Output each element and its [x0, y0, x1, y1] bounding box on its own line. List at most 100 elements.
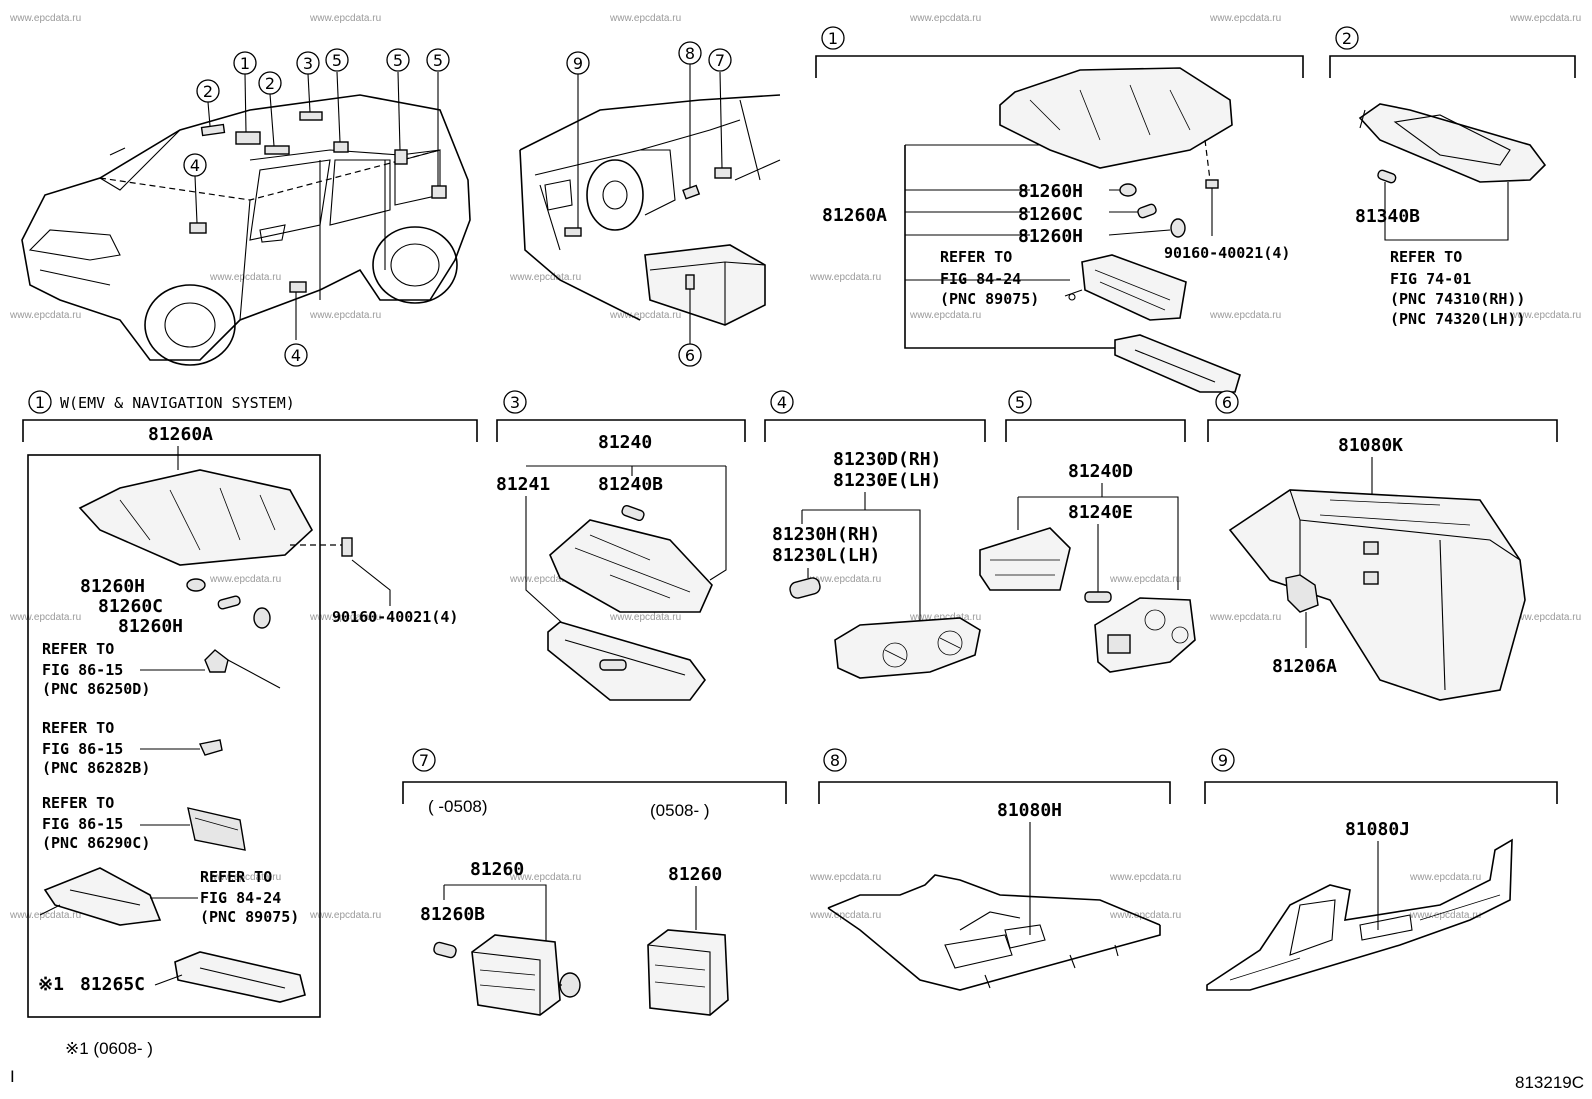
part-number: 81260B	[420, 904, 485, 925]
watermark: www.epcdata.ru	[1509, 13, 1581, 24]
watermark: www.epcdata.ru	[1109, 910, 1181, 921]
section-callout: 8	[830, 751, 840, 770]
watermark: www.epcdata.ru	[1209, 310, 1281, 321]
reference-text: FIG 86-15	[42, 815, 123, 833]
reference-text: REFER TO	[940, 248, 1012, 266]
part-number: 81080J	[1345, 819, 1410, 840]
section-callout: 3	[510, 393, 520, 412]
section-1-navigation-variant: 1 W(EMV & NAVIGATION SYSTEM) 81260A 8126…	[22, 390, 478, 1018]
part-number: 81230L(LH)	[772, 545, 880, 566]
reference-text: (PNC 74320(LH))	[1390, 310, 1525, 328]
watermark: www.epcdata.ru	[1109, 574, 1181, 585]
reference-text: REFER TO	[1390, 248, 1462, 266]
part-number: 81265C	[80, 974, 145, 995]
part-number: 81260H	[1018, 226, 1083, 247]
reference-text: (PNC 89075)	[940, 290, 1039, 308]
part-number: 81260C	[98, 596, 163, 617]
section-callout: 1	[828, 29, 838, 48]
callout-number: 5	[393, 51, 403, 70]
part-number: 81260A	[148, 424, 213, 445]
section-2-vanity-lamp: 2 81340B REFER TO FIG 74-01 (PNC 74310(R…	[1329, 26, 1576, 328]
car-overview: 2 1 2 3 5 5 5 4 4	[21, 48, 471, 367]
part-number: 81260	[470, 859, 524, 880]
section-callout: 9	[1218, 751, 1228, 770]
part-number: 81230H(RH)	[772, 524, 880, 545]
watermark: www.epcdata.ru	[609, 612, 681, 623]
watermark: www.epcdata.ru	[309, 612, 381, 623]
part-number: 81240D	[1068, 461, 1133, 482]
footnote: ※1 (0608- )	[65, 1039, 153, 1058]
section-callout: 1	[35, 393, 45, 412]
part-number: 81080H	[997, 800, 1062, 821]
callout-number: 4	[291, 346, 301, 365]
callout-number: 7	[715, 51, 725, 70]
part-number: 81230D(RH)	[833, 449, 941, 470]
reference-text: REFER TO	[42, 794, 114, 812]
part-number: 81260H	[80, 576, 145, 597]
section-callout: 2	[1342, 29, 1352, 48]
reference-text: FIG 86-15	[42, 661, 123, 679]
reference-text: FIG 74-01	[1390, 270, 1471, 288]
callout-number: 8	[685, 44, 695, 63]
part-number: 81260	[668, 864, 722, 885]
watermark: www.epcdata.ru	[609, 13, 681, 24]
date-range: ( -0508)	[428, 797, 488, 816]
watermark: www.epcdata.ru	[509, 272, 581, 283]
reference-text: (PNC 86290C)	[42, 834, 150, 852]
watermark: www.epcdata.ru	[809, 272, 881, 283]
watermark: www.epcdata.ru	[209, 872, 281, 883]
callout-number: 4	[190, 156, 200, 175]
reference-text: REFER TO	[200, 868, 272, 886]
callout-number: 2	[265, 74, 275, 93]
watermark: www.epcdata.ru	[309, 910, 381, 921]
reference-text: (PNC 86250D)	[42, 680, 150, 698]
part-number: 81206A	[1272, 656, 1337, 677]
dashboard-overview: 9 8 7 6	[519, 41, 781, 367]
corner-mark: I	[10, 1067, 15, 1086]
watermark: www.epcdata.ru	[309, 13, 381, 24]
section-callout: 7	[419, 751, 429, 770]
date-range: (0508- )	[650, 801, 710, 820]
watermark: www.epcdata.ru	[9, 612, 81, 623]
section-3-room-lamp: 3 81240 81241 81240B	[496, 390, 746, 701]
part-number: 90160-40021(4)	[332, 608, 458, 626]
part-number: 81260A	[822, 205, 887, 226]
part-number: 81230E(LH)	[833, 470, 941, 491]
part-number: 81260H	[1018, 181, 1083, 202]
watermark: www.epcdata.ru	[809, 910, 881, 921]
part-number: 81240E	[1068, 502, 1133, 523]
part-number: 81260H	[118, 616, 183, 637]
part-number: 81241	[496, 474, 550, 495]
part-number: 81080K	[1338, 435, 1403, 456]
part-number: 81340B	[1355, 206, 1420, 227]
reference-text: FIG 86-15	[42, 740, 123, 758]
section-1-map-lamp: 1 81260A 81260H 81260C 81260H	[815, 26, 1304, 393]
watermark: www.epcdata.ru	[1109, 872, 1181, 883]
callout-number: 2	[203, 82, 213, 101]
section-7-glove-box-lamp: 7 ( -0508) (0508- ) 81260 81260B 81260	[402, 748, 787, 1016]
reference-text: REFER TO	[42, 640, 114, 658]
section-4-courtesy-lamp: 4 81230D(RH) 81230E(LH) 81230H(RH) 81230…	[764, 390, 986, 679]
watermark: www.epcdata.ru	[209, 574, 281, 585]
callout-number: 3	[303, 54, 313, 73]
watermark: www.epcdata.ru	[9, 13, 81, 24]
section-9-foot-lamp: 9 81080J	[1204, 748, 1558, 991]
section-callout: 6	[1222, 393, 1232, 412]
callout-number: 5	[433, 51, 443, 70]
watermark: www.epcdata.ru	[509, 574, 581, 585]
watermark: www.epcdata.ru	[9, 310, 81, 321]
callout-number: 1	[240, 54, 250, 73]
section-5-luggage-lamp: 5 81240D 81240E	[979, 390, 1196, 673]
watermarks: www.epcdata.ru www.epcdata.ru www.epcdat…	[9, 13, 1581, 921]
watermark: www.epcdata.ru	[1409, 872, 1481, 883]
callout-number: 6	[685, 346, 695, 365]
watermark: www.epcdata.ru	[909, 13, 981, 24]
section-8-foot-lamp: 8 81080H	[818, 748, 1171, 991]
section-6-console-lamp: 6 81080K 81206A	[1207, 390, 1558, 701]
section-title: W(EMV & NAVIGATION SYSTEM)	[60, 394, 295, 412]
callout-number: 5	[332, 51, 342, 70]
reference-text: (PNC 74310(RH))	[1390, 290, 1525, 308]
watermark: www.epcdata.ru	[909, 612, 981, 623]
watermark: www.epcdata.ru	[9, 910, 81, 921]
